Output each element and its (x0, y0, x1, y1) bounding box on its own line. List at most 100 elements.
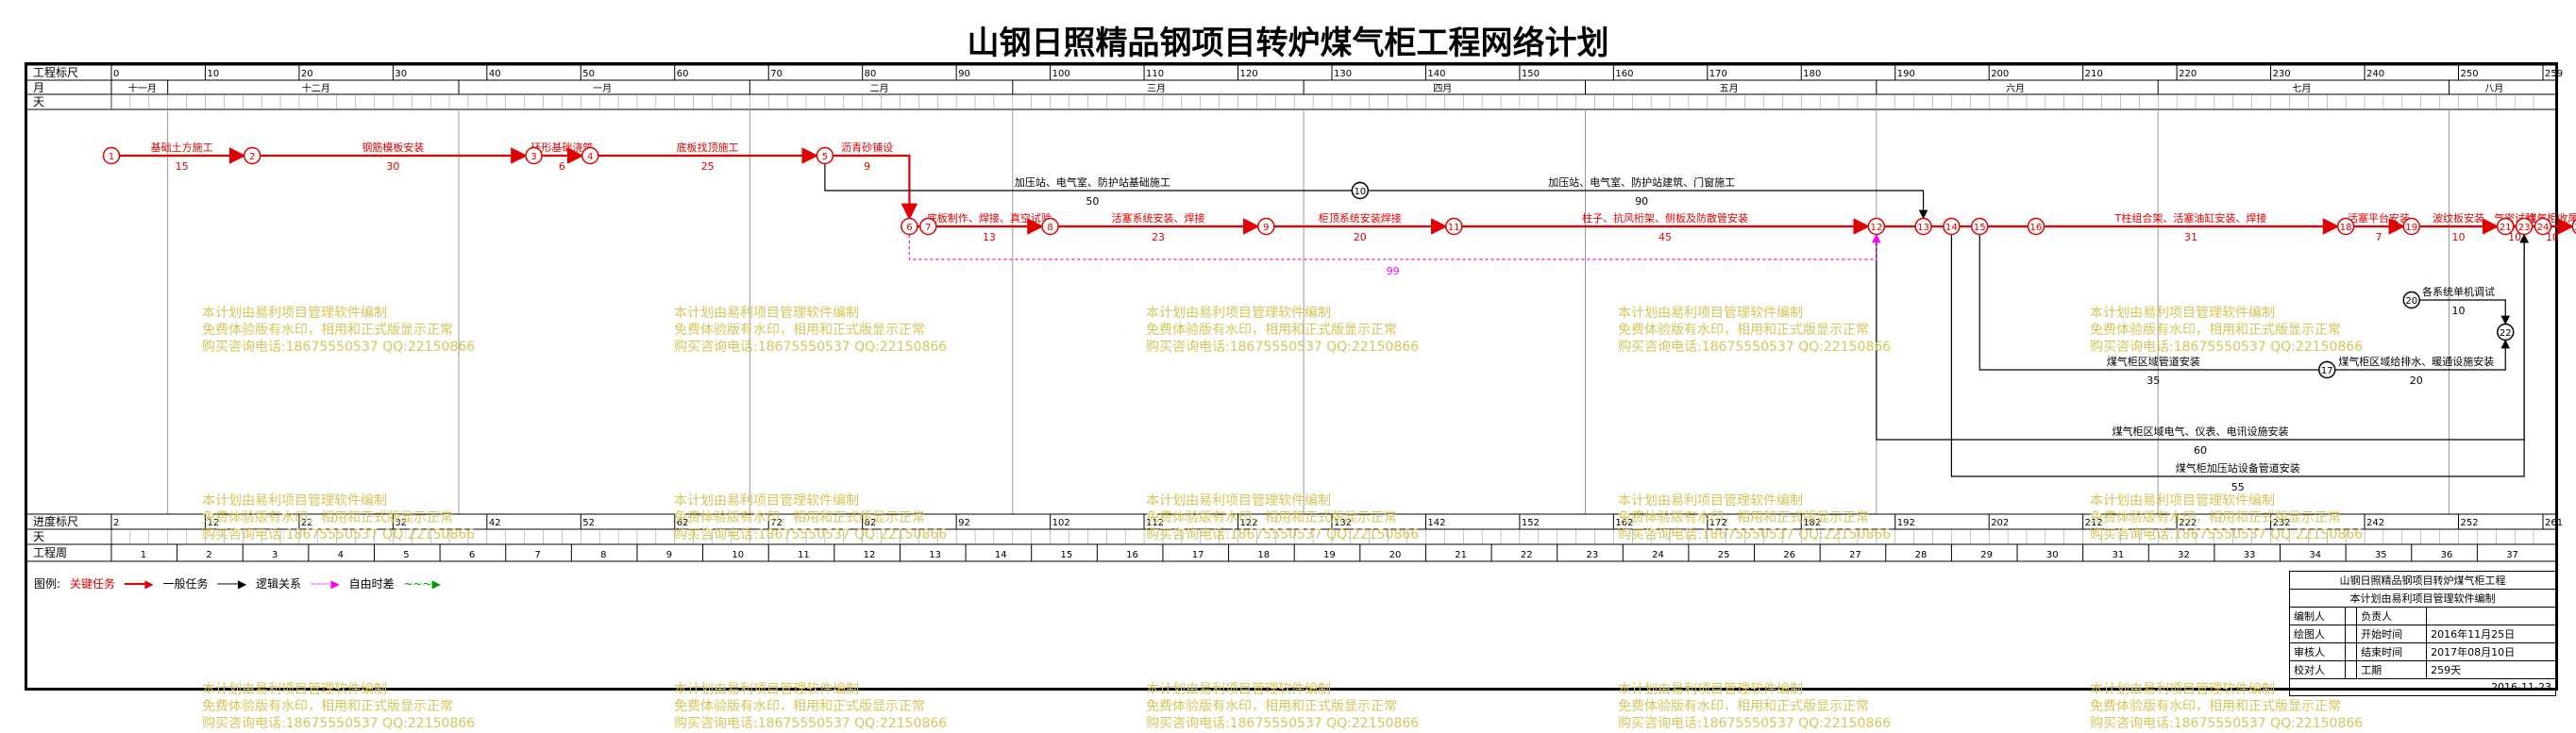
week-label: 4 (338, 550, 344, 560)
network-node (1257, 217, 1275, 236)
logic-relation-line (908, 233, 1881, 260)
week-label: 25 (1718, 550, 1730, 560)
task-duration-label: 20 (2410, 375, 2423, 387)
scale-tick-label: 242 (2366, 518, 2384, 528)
scale-tick-label: 50 (582, 69, 595, 79)
week-label: 29 (1980, 550, 1993, 560)
network-node-label: 17 (2321, 366, 2333, 376)
week-label: 17 (1192, 550, 1204, 560)
task-name-label: 煤气柜收尾 (2526, 211, 2576, 225)
task-duration-label: 10 (2451, 231, 2465, 243)
task-name-label: 底板找顶施工 (677, 141, 739, 154)
scale-tick-label: 172 (1709, 518, 1727, 528)
scale-tick-label: 180 (1803, 69, 1821, 79)
network-node-label: 24 (2537, 223, 2550, 233)
week-label: 23 (1586, 550, 1598, 560)
network-node-label: 20 (2405, 296, 2417, 307)
task-name-label: 沥青砂铺设 (841, 142, 893, 154)
scale-tick-label: 130 (1334, 69, 1352, 79)
task-duration-label: 45 (1658, 231, 1672, 243)
week-label: 1 (141, 550, 146, 560)
network-node-label: 9 (1263, 223, 1269, 233)
watermark: 本计划由易利项目管理软件编制 免费体验版有水印，相用和正式版显示正常 购买咨询电… (2090, 306, 2364, 355)
task-arrow (1368, 190, 1928, 220)
scale-tick-label: 0 (113, 69, 119, 79)
week-label: 26 (1783, 550, 1795, 560)
scale-tick-label: 30 (395, 69, 407, 79)
task-arrow (2335, 339, 2511, 371)
network-node-label: 3 (530, 152, 536, 162)
watermark: 本计划由易利项目管理软件编制 免费体验版有水印，相用和正式版显示正常 购买咨询电… (2090, 682, 2364, 731)
scale-tick-label: 140 (1427, 69, 1445, 79)
scale-tick-label: 70 (770, 69, 783, 79)
watermark: 本计划由易利项目管理软件编制 免费体验版有水印，相用和正式版显示正常 购买咨询电… (674, 493, 948, 542)
network-node-label: 23 (2518, 223, 2531, 233)
week-label: 24 (1652, 550, 1664, 560)
task-duration-label: 6 (559, 160, 565, 173)
scale-tick-label: 210 (2085, 69, 2103, 79)
task-duration-label: 31 (2184, 231, 2197, 243)
scale-tick-label: 261 (2545, 518, 2563, 528)
week-label: 5 (403, 550, 409, 560)
logic-duration-label: 99 (1387, 265, 1400, 277)
task-duration-label: 9 (864, 160, 870, 173)
watermark: 本计划由易利项目管理软件编制 免费体验版有水印，相用和正式版显示正常 购买咨询电… (1146, 682, 1420, 731)
network-node (525, 146, 543, 165)
scale-tick-label: 120 (1240, 69, 1258, 79)
network-node-label: 12 (1870, 223, 1882, 233)
task-name-label: 柱子、抗风桁架、侧板及防散管安装 (1582, 211, 1748, 225)
scale-tick-label: 160 (1615, 69, 1633, 79)
network-node (2534, 217, 2552, 236)
week-label: 32 (2178, 550, 2190, 560)
task-name-label: 加压站、电气室、防护站基础施工 (1015, 175, 1170, 189)
tb-cell (2426, 607, 2556, 625)
week-label: 2 (206, 550, 211, 560)
row-label-day: 天 (33, 95, 44, 108)
scale-tick-label: 12 (207, 518, 219, 528)
month-label: 一月 (593, 83, 612, 94)
tb-cell: 开始时间 (2356, 625, 2428, 643)
page-title: 山钢日照精品钢项目转炉煤气柜工程网络计划 (967, 25, 1609, 62)
tb-cell (2344, 607, 2358, 625)
title-block-software: 本计划由易利项目管理软件编制 (2289, 589, 2556, 608)
week-label: 33 (2244, 550, 2256, 560)
week-label: 9 (666, 550, 672, 560)
tb-cell (2344, 642, 2358, 661)
scale-tick-label: 170 (1709, 69, 1727, 79)
task-name-label: 煤气柜加压站设备管道安装 (2176, 461, 2300, 475)
network-node-label: 8 (1047, 223, 1052, 233)
month-label: 十二月 (302, 82, 330, 94)
legend-free-arrow: ~~~▶ (403, 577, 441, 591)
network-node (2027, 217, 2046, 236)
network-node (816, 146, 834, 165)
network-node-label: 11 (1448, 223, 1460, 233)
title-block-project: 山钢日照精品钢项目转炉煤气柜工程 (2289, 571, 2556, 590)
week-label: 28 (1915, 550, 1928, 560)
network-node (1351, 181, 1370, 200)
network-node-label: 1 (109, 152, 114, 162)
network-node-label: 22 (2500, 328, 2512, 339)
row-label-weekday: 天 (33, 530, 44, 543)
scale-tick-label: 240 (2366, 69, 2384, 79)
task-name-label: 波纹板安装 (2433, 211, 2484, 225)
task-duration-label: 50 (1086, 195, 1099, 208)
watermark: 本计划由易利项目管理软件编制 免费体验版有水印，相用和正式版显示正常 购买咨询电… (1618, 682, 1892, 731)
scale-tick-label: 60 (677, 69, 689, 79)
network-node-label: 10 (1354, 187, 1366, 197)
scale-tick-label: 42 (489, 518, 501, 528)
tb-cell: 2016年11月25日 (2426, 625, 2556, 643)
legend-critical-label: 关键任务 (69, 577, 115, 591)
scale-tick-label: 232 (2273, 518, 2291, 528)
legend-free-label: 自由时差 (348, 577, 395, 591)
week-label: 18 (1257, 550, 1270, 560)
scale-tick-label: 112 (1146, 518, 1164, 528)
week-label: 11 (798, 550, 810, 560)
network-node-label: 19 (2405, 223, 2417, 233)
scale-tick-label: 102 (1052, 518, 1070, 528)
network-node (1914, 217, 1932, 236)
network-node-label: 2 (249, 152, 255, 162)
network-node (901, 217, 918, 236)
network-node-label: 5 (822, 152, 828, 162)
scale-tick-label: 62 (677, 518, 689, 528)
